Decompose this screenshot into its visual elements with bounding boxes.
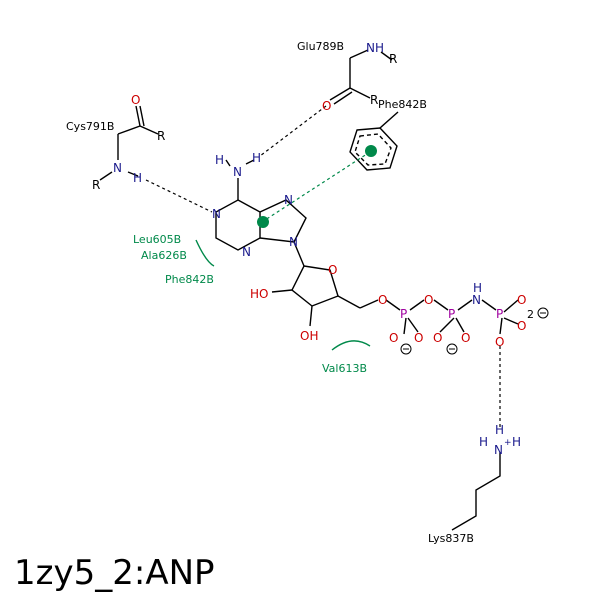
label-phe842-top: Phe842B xyxy=(378,98,427,111)
atom-pa-o1: O xyxy=(389,331,398,345)
atom-glu-nh: NH xyxy=(366,41,384,55)
atom-pg-o2: O xyxy=(517,319,526,333)
atom-nh2-h1: H xyxy=(215,153,224,167)
atom-o5: O xyxy=(378,293,387,307)
charge-count: 2 xyxy=(527,308,534,321)
minus-charge-icon xyxy=(446,343,458,355)
atom-p-gamma: P xyxy=(496,307,503,321)
pi-centroid-phe842 xyxy=(365,145,377,157)
hydrophobic-arc-val613 xyxy=(331,340,371,351)
atom-p-alpha: P xyxy=(400,307,407,321)
atom-bridge-n: N xyxy=(472,293,481,307)
atom-pa-o2: O xyxy=(414,331,423,345)
atom-pg-o3: O xyxy=(495,335,504,349)
atom-labels: NH R O R O R N H R H N H N N N N O HO OH… xyxy=(92,41,534,457)
atom-bridge-h: H xyxy=(473,281,482,295)
atom-lys-h-top: H xyxy=(495,423,504,437)
label-leu605: Leu605B xyxy=(133,233,181,246)
hydrogen-bonds xyxy=(145,105,501,428)
label-ala626: Ala626B xyxy=(141,249,187,262)
label-cys791: Cys791B xyxy=(66,120,114,133)
atom-ho: HO xyxy=(250,287,268,301)
hbond-cys791-n1 xyxy=(145,179,213,213)
pi-stack-line xyxy=(261,151,371,223)
minus-charge-icon xyxy=(537,307,549,319)
hydrophobic-contacts xyxy=(195,239,371,351)
atom-n3: N xyxy=(242,245,251,259)
atom-lys-h-right: H xyxy=(512,435,521,449)
atom-cys-h: H xyxy=(133,171,142,185)
label-glu789: Glu789B xyxy=(297,40,344,53)
atom-lys-n: N xyxy=(494,443,503,457)
minus-charge-icon xyxy=(400,343,412,355)
atom-n7: N xyxy=(284,193,293,207)
label-phe842-low: Phe842B xyxy=(165,273,214,286)
label-lys837: Lys837B xyxy=(428,532,474,545)
hydrophobic-arc-leu-ala xyxy=(195,239,215,267)
charge-symbols xyxy=(400,307,549,355)
atom-oh: OH xyxy=(300,329,318,343)
atom-glu-r2: R xyxy=(370,93,378,107)
atom-pg-o1: O xyxy=(517,293,526,307)
residue-labels: Glu789B Phe842B Cys791B Leu605B Ala626B … xyxy=(66,40,474,545)
label-val613: Val613B xyxy=(322,362,367,375)
hbond-glu789-nh2 xyxy=(259,105,327,157)
pi-stacking xyxy=(257,145,377,228)
atom-pb-o2: O xyxy=(461,331,470,345)
atom-cys-n: N xyxy=(113,161,122,175)
atom-ribose-o: O xyxy=(328,263,337,277)
atom-pb-o1: O xyxy=(433,331,442,345)
atom-cys-r2: R xyxy=(92,178,100,192)
bond-lines xyxy=(99,49,519,531)
atom-o-ab: O xyxy=(424,293,433,307)
atom-n1: N xyxy=(212,207,221,221)
atom-n9: N xyxy=(289,235,298,249)
pi-centroid-adenine xyxy=(257,216,269,228)
atom-glu-o: O xyxy=(322,99,331,113)
atom-cys-o: O xyxy=(131,93,140,107)
atom-nh2-n: N xyxy=(233,165,242,179)
atom-lys-h-left: H xyxy=(479,435,488,449)
diagram-title: 1zy5_2:ANP xyxy=(14,553,215,593)
atom-nh2-h2: H xyxy=(252,151,261,165)
atom-cys-r1: R xyxy=(157,129,165,143)
atom-p-beta: P xyxy=(448,307,455,321)
atom-glu-r1: R xyxy=(389,52,397,66)
atom-lys-plus: + xyxy=(504,438,512,448)
